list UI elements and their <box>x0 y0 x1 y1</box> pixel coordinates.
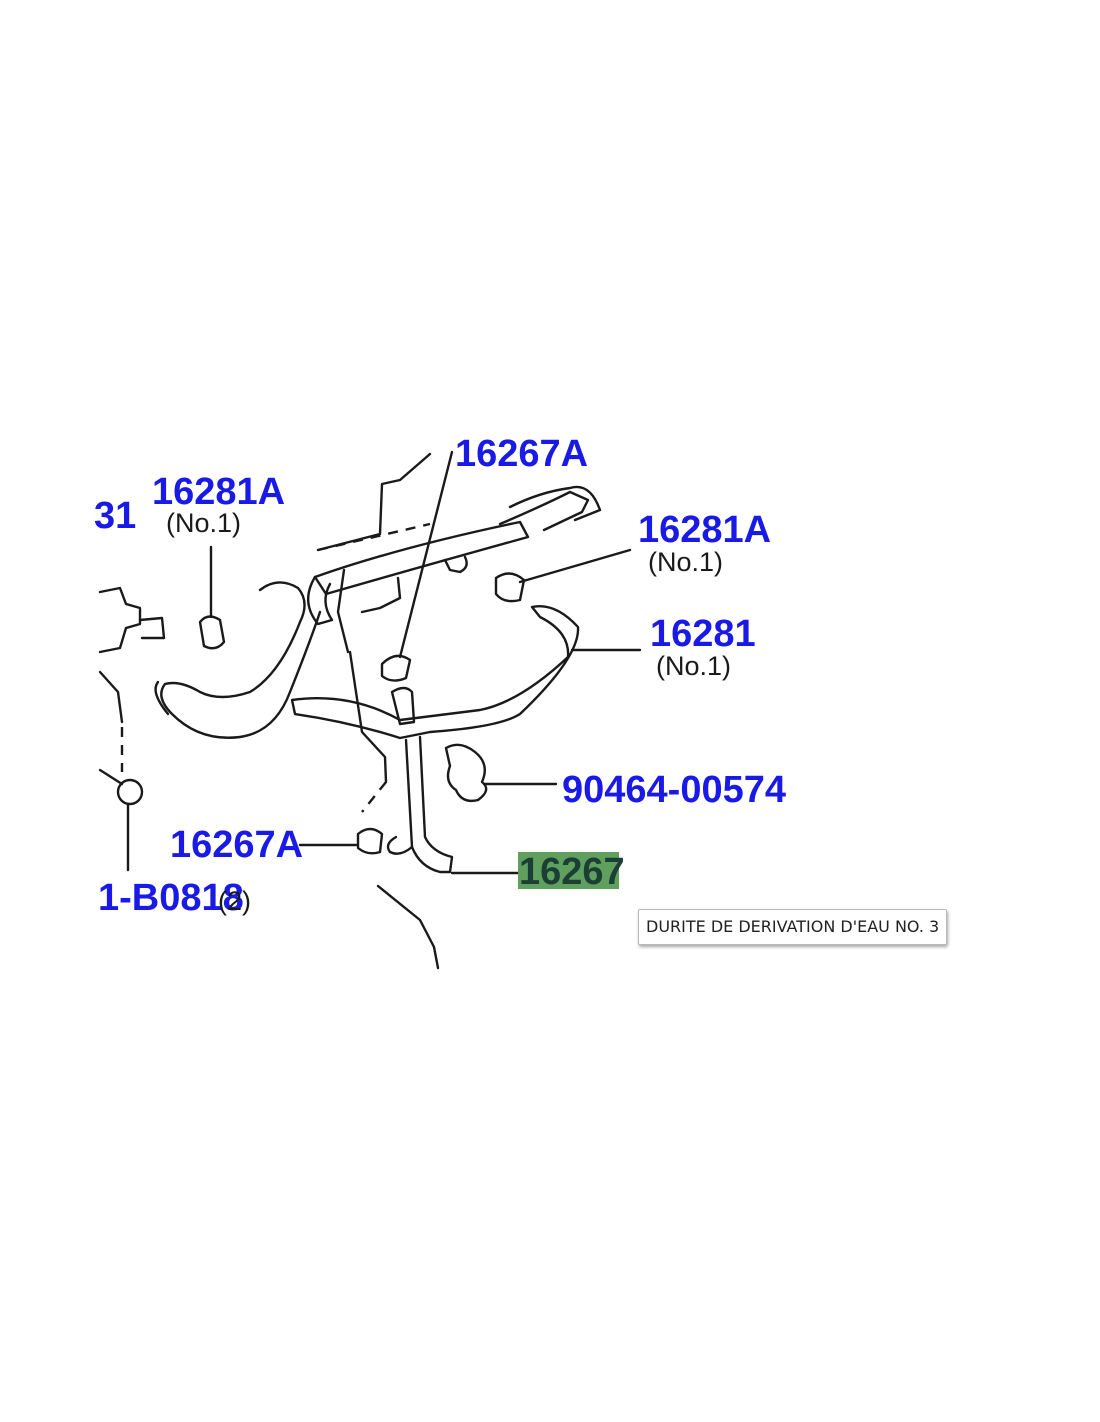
upper-pipe-end <box>307 575 334 626</box>
engine-bottom-outline <box>376 884 440 970</box>
left-component-edge <box>98 670 124 724</box>
lower-left-hose <box>160 581 322 739</box>
label-16281[interactable]: 16281 <box>650 613 756 655</box>
bolt-shaft <box>98 768 124 786</box>
left-component-nozzle <box>138 616 166 640</box>
label-bolt-partial[interactable]: 1-B0818 <box>98 877 244 919</box>
engine-lower-dashed <box>361 781 387 813</box>
hose-16267-highlight <box>518 852 619 889</box>
engine-outline <box>316 452 432 552</box>
parts-diagram-svg: 16267A 31 16281A (No.1) 16281A (No.1) 16… <box>94 433 786 970</box>
part-tooltip: DURITE DE DERIVATION D'EAU NO. 3 <box>638 909 948 945</box>
pipe-joint <box>360 576 402 614</box>
upper-pipe-outlet <box>498 490 590 532</box>
clamp-left-icon <box>198 615 226 650</box>
label-16267a-top[interactable]: 16267A <box>455 433 588 475</box>
clamp-lower-icon <box>356 827 384 855</box>
label-16281a-left[interactable]: 16281A <box>152 471 285 513</box>
hose-16281 <box>290 605 580 740</box>
upper-water-pipe <box>313 520 530 596</box>
stub-pipe <box>390 686 416 726</box>
hose-16267-vertical <box>404 735 454 874</box>
left-component <box>98 586 142 654</box>
label-90464-00574[interactable]: 90464-00574 <box>562 769 786 811</box>
clamp-right-leader-line <box>518 548 632 584</box>
upper-pipe-fitting <box>508 485 602 522</box>
hose-16267-end <box>386 835 414 855</box>
top-clamp-icon <box>380 654 412 682</box>
label-16281a-right-sub: (No.1) <box>648 547 723 577</box>
label-partial-left[interactable]: 31 <box>94 495 136 537</box>
pipe-bend <box>336 568 350 654</box>
clip-icon <box>444 743 488 803</box>
label-16281a-right[interactable]: 16281A <box>638 509 771 551</box>
upper-pipe-stub <box>443 555 468 574</box>
label-16267[interactable]: 16267 <box>519 851 625 893</box>
engine-lower-outline <box>348 650 388 784</box>
label-16281-sub: (No.1) <box>656 651 731 681</box>
engine-outline-dashed <box>317 522 431 552</box>
clamp-right-icon <box>494 572 526 603</box>
top-clamp-leader-line <box>398 450 454 659</box>
bolt-head <box>116 778 144 806</box>
parts-diagram: 16267A 31 16281A (No.1) 16281A (No.1) 16… <box>94 433 1000 970</box>
label-16267a-lower[interactable]: 16267A <box>170 824 303 866</box>
lower-left-hose-end <box>154 680 170 716</box>
label-16281a-left-sub: (No.1) <box>166 508 241 538</box>
label-bolt-qty: (2) <box>218 886 251 916</box>
